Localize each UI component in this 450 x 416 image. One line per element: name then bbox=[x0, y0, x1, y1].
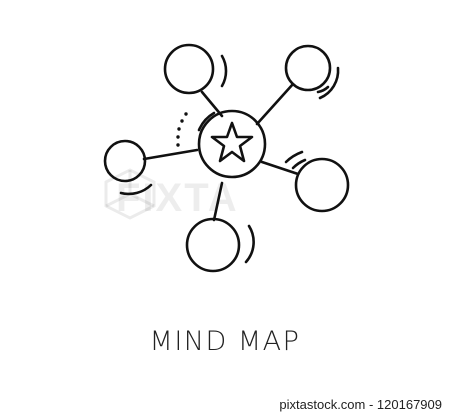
node-bottom bbox=[185, 217, 241, 273]
accent-arc-top-right bbox=[318, 66, 340, 100]
node-center bbox=[197, 109, 267, 179]
watermark-logo bbox=[104, 168, 156, 220]
node-right bbox=[294, 157, 350, 213]
accent-arc-bottom bbox=[244, 224, 255, 264]
node-top-right bbox=[284, 44, 332, 92]
footer-bar: pixtastock.com - 120167909 bbox=[0, 394, 450, 416]
accent-arc-center-left bbox=[197, 111, 216, 132]
connector-top-left bbox=[200, 90, 224, 118]
accent-arc-top-left bbox=[220, 54, 228, 88]
connector-left bbox=[142, 148, 199, 161]
dotted-arc-decoration bbox=[176, 112, 188, 147]
accent-arc-right bbox=[284, 150, 304, 164]
connector-top-right bbox=[255, 82, 295, 126]
icon-caption: MIND MAP bbox=[149, 326, 301, 357]
stock-credit: pixtastock.com - 120167909 bbox=[279, 397, 442, 412]
accent-arc-left-lower bbox=[119, 183, 153, 196]
node-left bbox=[103, 139, 147, 183]
connector-bottom bbox=[212, 181, 224, 222]
accent-arc-top-right-inner bbox=[316, 85, 330, 94]
star-icon bbox=[210, 121, 254, 163]
node-top-left bbox=[163, 43, 215, 95]
accent-arc-right-small bbox=[291, 158, 307, 170]
connector-right bbox=[260, 160, 300, 176]
watermark-text: FIXTA bbox=[116, 176, 239, 220]
